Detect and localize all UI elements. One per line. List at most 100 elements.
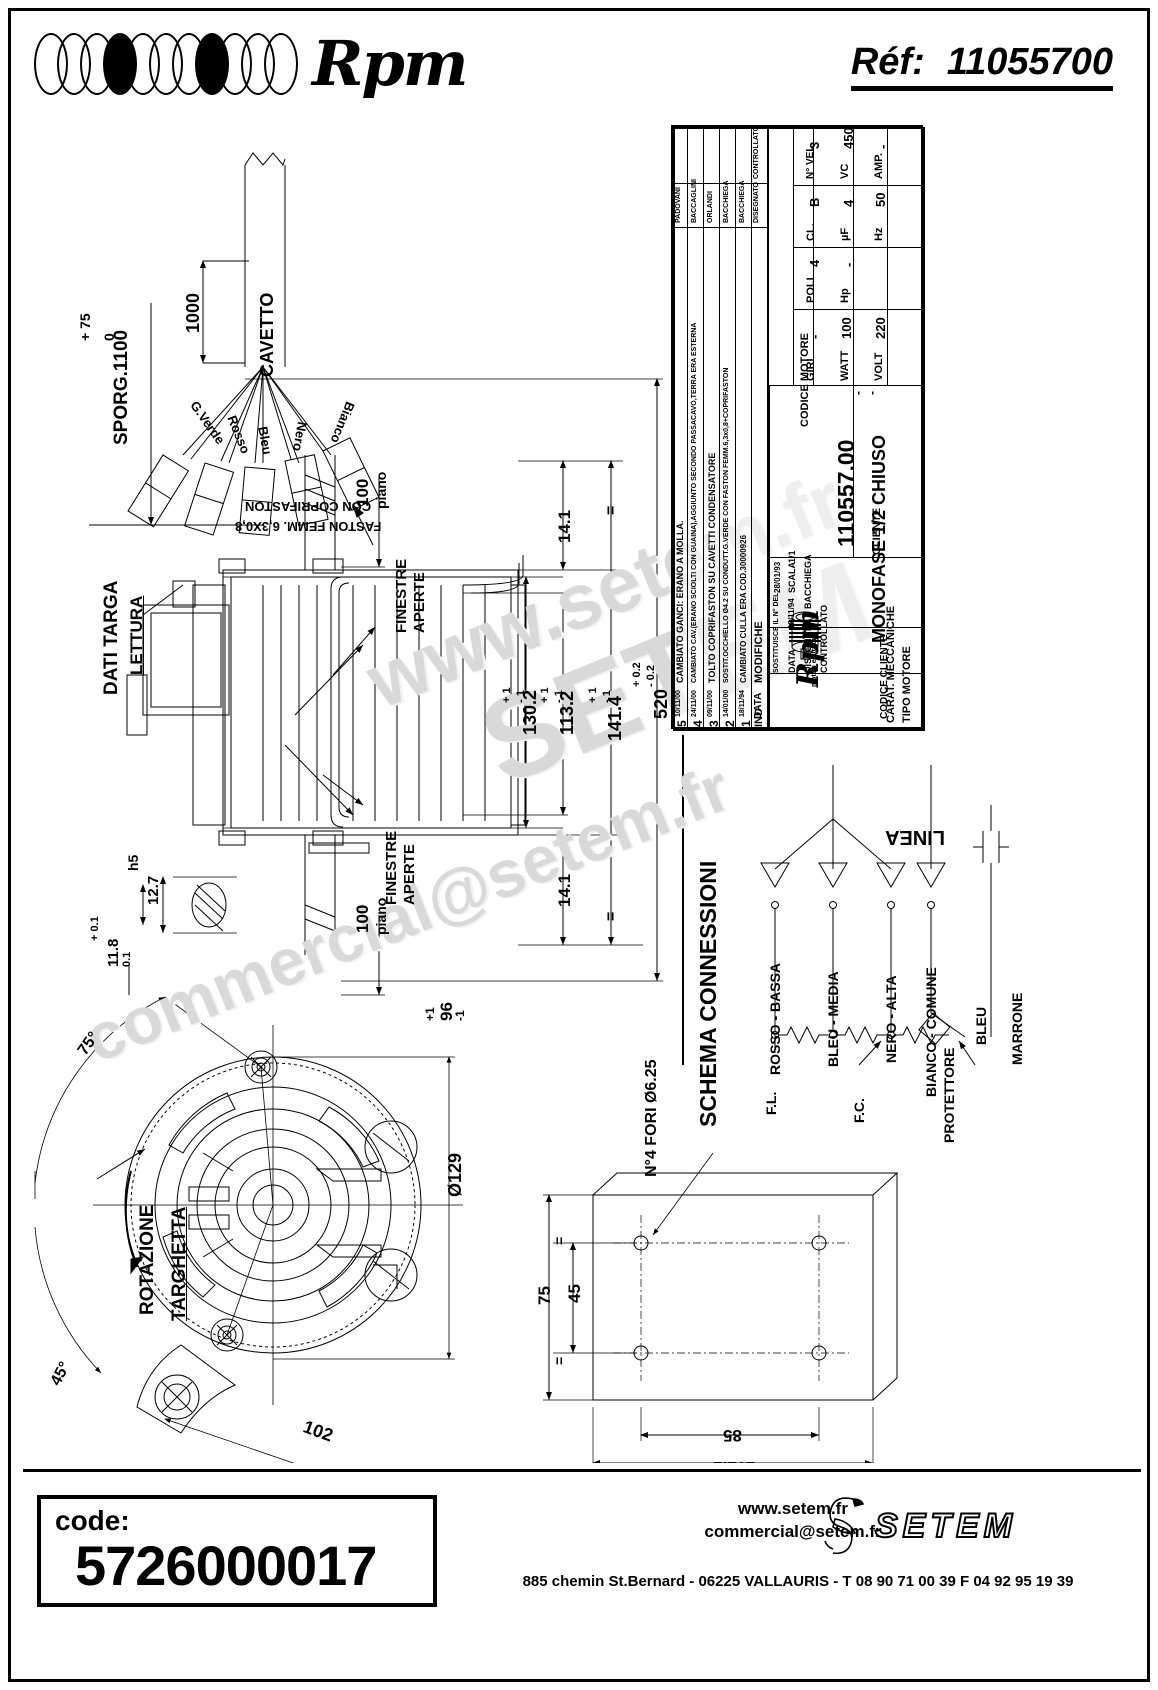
motor-icon <box>783 607 827 661</box>
shaft-h5: h5 <box>125 854 141 871</box>
revision-by-5: PADOVANI <box>675 187 682 223</box>
dim-113-2-tol-minus: - 1 <box>553 690 565 703</box>
shaft-11-8-tol2: 0.1 <box>121 951 133 967</box>
tap-nero-alta: NERO - ALTA <box>883 975 899 1063</box>
revision-ind-2: 2 <box>723 720 737 727</box>
title-block: 5 4 3 2 1 IND 10/11/00 24/11/00 09/11/00… <box>671 125 925 731</box>
elec-label-amp: AMP. <box>873 152 885 179</box>
dati-targa-label: DATI TARGA <box>101 580 122 695</box>
diameter-129-label: Ø129 <box>445 1152 465 1197</box>
dim-75-label: 75 <box>535 1286 554 1305</box>
dim-45-label: 45 <box>565 1284 584 1303</box>
sostituisce-value: 28/01/93 <box>773 561 782 593</box>
controllato-header: CONTROLLATO <box>753 125 760 179</box>
revision-text-2: SOSTIT.OCCHIELLO Ø4.2 SU CONDUTT.G.VERDE… <box>723 367 730 683</box>
carat-meccaniche-dash: - <box>851 391 865 395</box>
codice-cliente-label: CODICE CLIENTE <box>879 634 890 719</box>
revision-text-4: CAMBIATO CAV.(ERANO SCIOLTI CON GUAINA),… <box>691 322 698 683</box>
revision-by-3: ORLANDI <box>707 191 714 223</box>
finestre-aperte-bottom-line1: FINESTRE <box>383 830 400 905</box>
revision-by-2: BACCHIEGA <box>723 180 730 223</box>
elec-label-vc: VC <box>839 163 851 179</box>
page-header: Rpm Réf:11055700 <box>23 23 1141 111</box>
rpm-coil-icon <box>34 33 298 95</box>
revision-date-header: DATA <box>753 692 764 719</box>
fl-label: F.L. <box>763 1091 779 1115</box>
lettura-label: LETTURA <box>127 595 146 675</box>
elec-label-poli: POLI <box>805 277 817 303</box>
revision-text-1: CAMBIATO CULLA ERA COD.30000926 <box>739 534 748 683</box>
drawing-page-frame: Rpm Réf:11055700 <box>8 8 1150 1682</box>
revision-date-4: 24/11/00 <box>691 690 698 717</box>
revision-text-5: CAMBIATO GANCI: ERANO A MOLLA. <box>675 520 685 684</box>
eq-mark-bottom: = <box>603 911 620 921</box>
dim-141-4-tol-plus: + 1 <box>587 687 599 703</box>
elec-label-watt: WATT <box>839 350 851 381</box>
revision-date-3: 09/11/00 <box>707 690 714 717</box>
targhetta-label: TARGHETTA <box>169 1206 190 1321</box>
footer-email[interactable]: commercial@setem.fr <box>704 1522 882 1541</box>
dim-14-1-top: 14.1 <box>555 509 574 543</box>
scala-label: SCALA <box>787 562 797 593</box>
piano-bottom: piano <box>373 897 389 935</box>
dim-141-4-tol-minus: - 1 <box>601 690 613 703</box>
reference-block: Réf:11055700 <box>850 41 1113 91</box>
elec-value-poli: 4 <box>807 259 822 267</box>
faston-note: FASTON FEMM. 6,3X0,8 <box>235 519 382 534</box>
tap-bianco-comune: BIANCO - COMUNE <box>923 967 939 1097</box>
elec-value-hp: - <box>841 262 856 267</box>
protettore-label: PROTETTORE <box>941 1047 957 1143</box>
linea-label: LINEA <box>885 826 945 848</box>
shaft-12-7: 12.7 <box>145 875 162 905</box>
codice-motore-label: CODICE MOTORE <box>799 333 811 427</box>
disegnato-header: DISEGNATO <box>753 182 760 223</box>
revision-date-2: 14/01/00 <box>723 689 730 717</box>
modifiche-header: MODIFICHE <box>753 621 765 683</box>
sporg-tol-zero: 0 <box>101 333 117 341</box>
finestre-aperte-top-line1: FINESTRE <box>393 558 410 633</box>
elec-label-nvel: N° VEL <box>805 145 816 179</box>
drawing-canvas: www.setem.fr SETEM commercial@setem.fr S… <box>23 115 1141 1463</box>
elec-value-nvel: 3 <box>807 141 822 149</box>
revision-text-3: TOLTO COPRIFASTON SU CAVETTI CONDENSATOR… <box>707 452 717 683</box>
shaft-11-8: 11.8 <box>105 938 122 967</box>
cliente-label: CLIENTE <box>871 507 883 555</box>
elec-label-volt: VOLT <box>873 352 885 381</box>
technical-drawing-svg <box>34 152 1009 1463</box>
code-value: 5726000017 <box>75 1534 377 1597</box>
scala-value: 1/1 <box>787 550 797 563</box>
dim-100-bottom: 100 <box>353 904 372 933</box>
dim-130-2-tol-plus: + 1 <box>501 687 513 703</box>
sostituisce-label: SOSTITUISCE IL N° DEL <box>773 592 780 673</box>
finestre-aperte-top-line2: APERTE <box>411 572 428 633</box>
eq-mark-top: = <box>603 505 620 515</box>
dim-520: 520 <box>651 688 671 719</box>
elec-value-watt: 100 <box>839 317 854 339</box>
sporg-tol-plus: + 75 <box>77 313 93 341</box>
elec-label-hp: Hp <box>839 288 851 303</box>
code-label: code: <box>55 1505 130 1536</box>
tap-bleu-media: BLEU - MEDIA <box>825 971 841 1067</box>
dim-113-2-tol-plus: + 1 <box>539 687 551 703</box>
holes-note: N°4 FORI Ø6.25 <box>643 1059 660 1177</box>
revision-by-1: BACCHIEGA <box>739 180 746 223</box>
revision-date-1: 18/11/94 <box>739 690 746 717</box>
tap-rosso-bassa: ROSSO - BASSA <box>767 962 783 1075</box>
elec-value-vc: 450 <box>841 127 856 149</box>
revision-ind-5: 5 <box>675 720 689 727</box>
tipo-motore-dash: - <box>865 391 879 395</box>
dim-520-tol-plus: + 0.2 <box>631 662 643 687</box>
elec-value-amp: - <box>875 144 890 149</box>
dim-132-2-label: 132.2 <box>713 1457 756 1463</box>
revision-date-5: 10/11/00 <box>675 690 682 717</box>
cap-lead-bleu: BLEU <box>973 1006 989 1045</box>
dim-520-tol-minus: - 0.2 <box>645 664 657 687</box>
setem-bird-icon <box>824 1497 865 1555</box>
revision-ind-3: 3 <box>707 720 721 727</box>
page-footer: code: 5726000017 www.setem.fr commercial… <box>23 1469 1141 1681</box>
base-eq-left: = <box>627 1459 635 1463</box>
reference-value: 11055700 <box>946 41 1113 83</box>
sporg-label: SPORG.1100 <box>111 329 132 445</box>
cable-length-dim: 1000 <box>183 292 203 333</box>
footer-website[interactable]: www.setem.fr <box>738 1499 848 1518</box>
